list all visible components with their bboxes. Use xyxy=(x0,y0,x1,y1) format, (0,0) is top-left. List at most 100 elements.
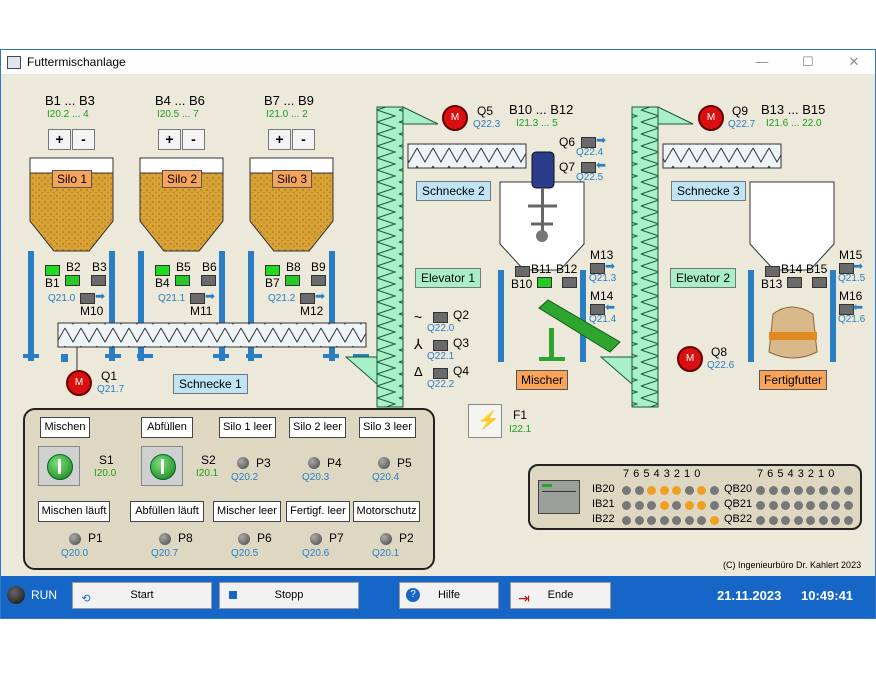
silo-1-plus-button[interactable]: + xyxy=(48,129,71,150)
m14-addr: Q21.4 xyxy=(589,314,617,325)
p8-label: P8 xyxy=(178,531,193,545)
schnecke-2-conveyor xyxy=(407,143,527,169)
qb-led xyxy=(793,516,803,525)
final-sensor-b15 xyxy=(812,277,827,288)
silo-3-q: Q21.2 xyxy=(268,293,296,304)
qb-led xyxy=(756,516,765,525)
m16-addr: Q21.6 xyxy=(838,314,866,325)
schnecke-3-motor-icon[interactable]: M xyxy=(698,105,724,131)
s2-pushbutton[interactable] xyxy=(141,446,183,486)
silo-1-leer-button[interactable]: Silo 1 leer xyxy=(219,417,276,438)
qb-led xyxy=(781,486,790,495)
ib-led xyxy=(634,501,644,510)
ib-led xyxy=(659,516,669,525)
qb-led xyxy=(781,501,790,510)
p6-label: P6 xyxy=(257,531,272,545)
q2-contactor xyxy=(433,312,448,323)
ende-button[interactable]: ⇥ Ende xyxy=(510,582,611,609)
abfuellen-laeuft-status: Abfüllen läuft xyxy=(130,501,204,522)
silo-3-sensor-b9 xyxy=(311,275,326,286)
m13-addr: Q21.3 xyxy=(589,273,617,284)
silo-2-q: Q21.1 xyxy=(158,293,186,304)
ib-led xyxy=(647,516,656,525)
hilfe-label: Hilfe xyxy=(437,589,460,601)
q4-addr: Q22.2 xyxy=(427,379,455,390)
qb-led xyxy=(793,501,803,510)
q3-contactor xyxy=(433,340,448,351)
silo-1-minus-button[interactable]: - xyxy=(72,129,95,150)
p8-addr: Q20.7 xyxy=(151,548,179,559)
p4-lamp xyxy=(308,457,320,469)
p4-addr: Q20.3 xyxy=(302,472,330,483)
m15-valve xyxy=(839,263,854,274)
silo-3-minus-button[interactable]: - xyxy=(292,129,315,150)
silo-1-sensor-b2 xyxy=(65,275,80,286)
ib-led xyxy=(709,516,719,525)
schnecke-3-label: Schnecke 3 xyxy=(671,181,746,201)
silo-1-sensor-b1-lamp xyxy=(45,265,60,276)
m16-label: M16 xyxy=(839,289,863,303)
elevator-2-motor-icon[interactable]: M xyxy=(677,346,703,372)
final-b15-label: B15 xyxy=(806,262,828,276)
mixer-tank xyxy=(498,151,586,362)
schnecke-1-motor-icon[interactable]: M xyxy=(66,370,92,396)
close-button[interactable]: ✕ xyxy=(848,54,860,69)
io-led-grid xyxy=(530,466,860,528)
abfuellen-button[interactable]: Abfüllen xyxy=(141,417,193,438)
m14-label: M14 xyxy=(590,289,614,303)
minimize-button[interactable]: — xyxy=(755,54,769,69)
p3-lamp xyxy=(237,457,249,469)
qb-led xyxy=(806,501,815,510)
ib-led xyxy=(659,486,669,495)
elevator-2 xyxy=(599,106,694,408)
silo-3-sensor-b7-lamp xyxy=(265,265,280,276)
silo-2-body xyxy=(138,157,225,361)
silo-2-leer-button[interactable]: Silo 2 leer xyxy=(289,417,346,438)
p1-lamp xyxy=(69,533,81,545)
silo-1-arrow-icon: ➡ xyxy=(95,289,106,303)
q2-symbol-icon: ~ xyxy=(414,309,423,325)
feed-sack-icon xyxy=(768,306,818,359)
schnecke-2-motor-icon[interactable]: M xyxy=(442,105,468,131)
mischen-button[interactable]: Mischen xyxy=(40,417,90,438)
run-indicator-icon xyxy=(7,586,25,604)
silo-3-plus-button[interactable]: + xyxy=(268,129,291,150)
p3-label: P3 xyxy=(256,456,271,470)
q6-label: Q6 xyxy=(559,135,576,149)
final-b13-label: B13 xyxy=(761,277,783,291)
q7-valve xyxy=(581,162,596,173)
ib-led xyxy=(672,486,681,495)
p3-addr: Q20.2 xyxy=(231,472,259,483)
p4-label: P4 xyxy=(327,456,342,470)
m16-arrow-icon: ⬅ xyxy=(853,300,864,314)
silo-3-leer-button[interactable]: Silo 3 leer xyxy=(359,417,416,438)
silo-1-q: Q21.0 xyxy=(48,293,76,304)
f1-motor-protection-button[interactable]: ⚡ xyxy=(468,404,502,438)
start-label: Start xyxy=(130,589,154,601)
plant-canvas: B1 ... B3 I20.2 ... 4 + - Silo 1 B4 ... … xyxy=(1,74,875,576)
silo-2-arrow-icon: ➡ xyxy=(205,289,216,303)
p1-label: P1 xyxy=(88,531,103,545)
p6-addr: Q20.5 xyxy=(231,548,259,559)
maximize-button[interactable]: ☐ xyxy=(802,54,814,69)
silo-2-minus-button[interactable]: - xyxy=(182,129,205,150)
q6-valve xyxy=(581,137,596,148)
qb-led xyxy=(831,501,840,510)
hilfe-button[interactable]: ? Hilfe xyxy=(399,582,499,609)
ib-led xyxy=(697,501,706,510)
s1-pushbutton[interactable] xyxy=(38,446,80,486)
q7-arrow-icon: ⬅ xyxy=(596,158,607,172)
silo-1-b1: B1 xyxy=(45,276,60,290)
p2-label: P2 xyxy=(399,531,414,545)
silo-2-plus-button[interactable]: + xyxy=(158,129,181,150)
stopp-button[interactable]: Stopp xyxy=(219,582,359,609)
qb-led xyxy=(843,516,853,525)
plc-icon xyxy=(538,480,580,514)
window-title: Futtermischanlage xyxy=(27,55,126,69)
ib-led xyxy=(622,486,631,495)
elevator-2-motor-label: Q8 xyxy=(711,345,728,359)
schnecke-1-motor-label: Q1 xyxy=(101,369,118,383)
mixer-sensor-range: B10 ... B12 xyxy=(509,102,574,117)
start-button[interactable]: ⟲ Start xyxy=(72,582,212,609)
q2-addr: Q22.0 xyxy=(427,323,455,334)
